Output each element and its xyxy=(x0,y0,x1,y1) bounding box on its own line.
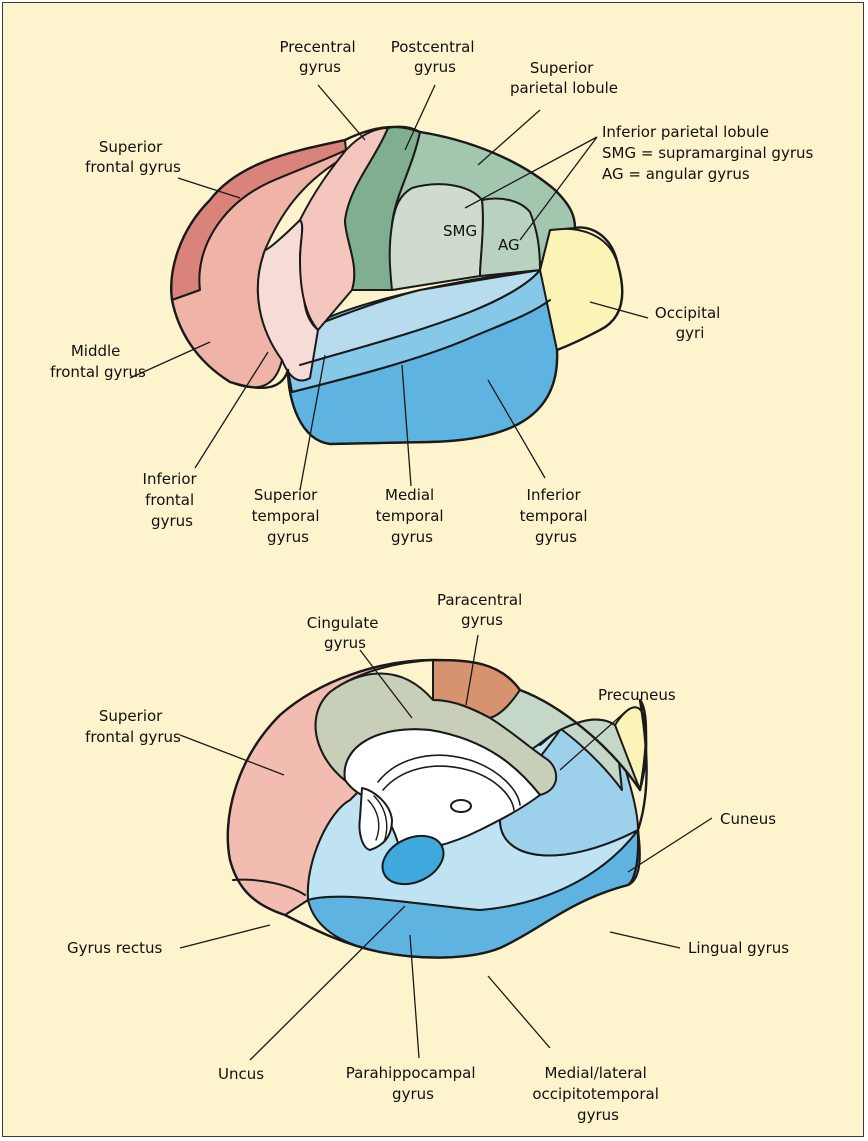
label-superior-frontal-gyrus: Superior frontal gyrus xyxy=(85,138,181,176)
label-superior-parietal-lobule: Superior parietal lobule xyxy=(510,59,618,97)
label-middle-frontal-gyrus: Middle frontal gyrus xyxy=(50,342,146,381)
lateral-occipital-gyri xyxy=(540,229,622,350)
leader-precentral xyxy=(318,85,365,140)
label-inferior-parietal-lobule: Inferior parietal lobule SMG = supramarg… xyxy=(602,123,818,183)
medial-thalamic-ellipse xyxy=(451,800,471,812)
label-medial-temporal-gyrus: Medial temporal gyrus xyxy=(376,486,449,546)
leader-cuneus xyxy=(628,818,712,872)
lateral-brain-view xyxy=(171,127,622,444)
leader-gyrus-rectus xyxy=(180,925,270,948)
label-medial-lateral-occipitotemporal-gyrus: Medial/lateral occipitotemporal gyrus xyxy=(532,1064,663,1124)
label-postcentral-gyrus: Postcentral gyrus xyxy=(391,38,480,76)
label-ag: AG xyxy=(498,236,520,254)
leader-occipitotemporal xyxy=(488,976,550,1048)
label-smg: SMG xyxy=(443,222,477,240)
leader-superior-parietal xyxy=(478,110,540,165)
label-precuneus: Precuneus xyxy=(598,686,676,704)
label-superior-frontal-gyrus-medial: Superior frontal gyrus xyxy=(85,707,181,746)
label-inferior-temporal-gyrus: Inferior temporal gyrus xyxy=(520,486,593,546)
leader-lingual xyxy=(610,932,680,948)
medial-brain-view xyxy=(228,660,647,958)
label-gyrus-rectus: Gyrus rectus xyxy=(67,939,162,957)
label-occipital-gyri: Occipital gyri xyxy=(655,304,725,342)
label-superior-temporal-gyrus: Superior temporal gyrus xyxy=(252,486,325,546)
label-lingual-gyrus: Lingual gyrus xyxy=(688,939,789,957)
label-uncus: Uncus xyxy=(218,1065,264,1083)
label-precentral-gyrus: Precentral gyrus xyxy=(279,38,360,76)
label-parahippocampal-gyrus: Parahippocampal gyrus xyxy=(346,1064,481,1103)
label-cuneus: Cuneus xyxy=(720,810,776,828)
label-paracentral-gyrus: Paracentral gyrus xyxy=(437,591,527,629)
label-cingulate-gyrus: Cingulate gyrus xyxy=(307,614,383,652)
label-inferior-frontal-gyrus: Inferior frontal gyrus xyxy=(143,470,202,530)
